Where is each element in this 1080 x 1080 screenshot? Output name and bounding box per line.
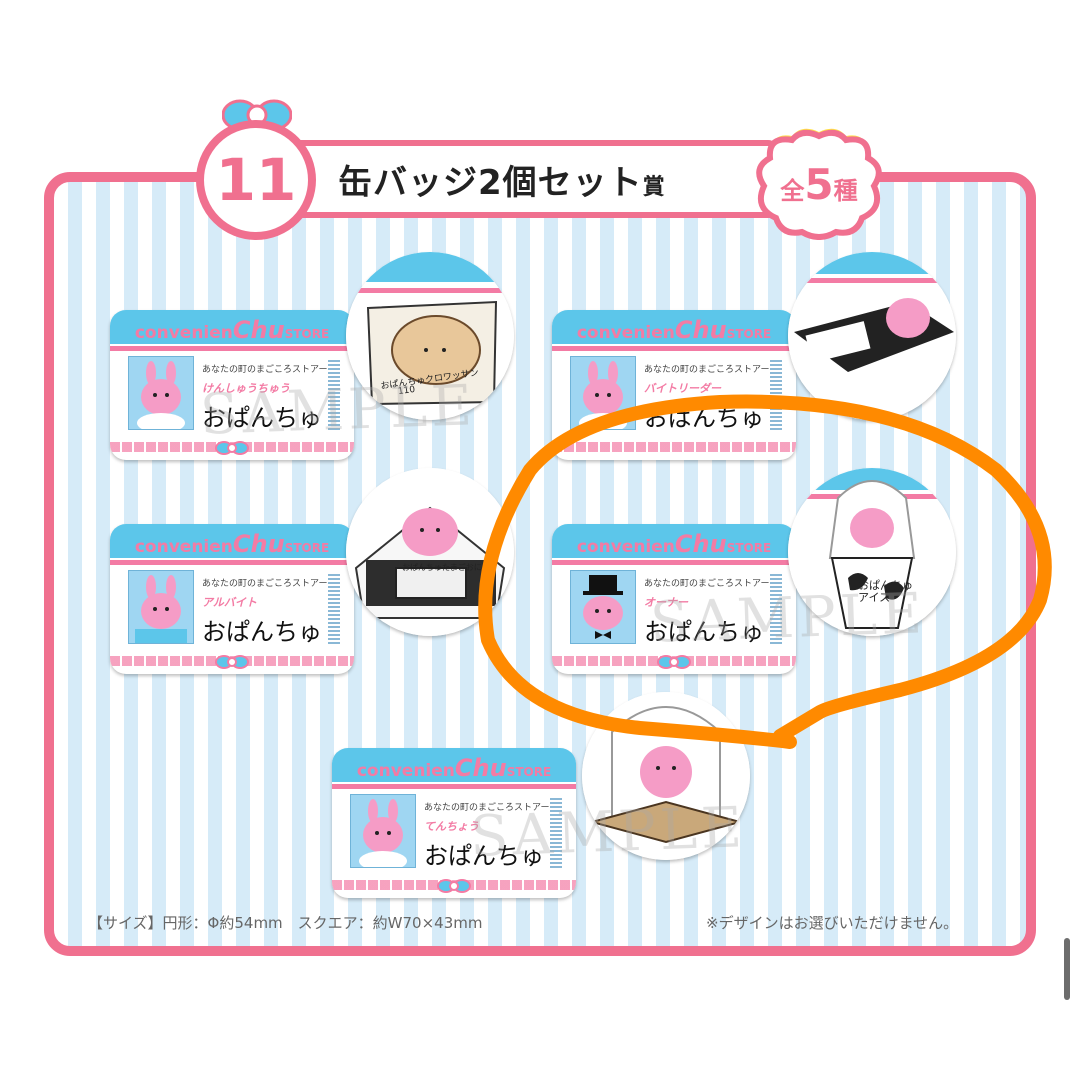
ribbon-bow-icon — [215, 441, 249, 455]
logo-store: STORE — [726, 541, 772, 555]
staff-name: おぱんちゅ — [424, 842, 544, 870]
character-photo — [128, 570, 194, 644]
logo-chu: Chu — [674, 530, 727, 558]
prize-title-text: 缶バッジ2個セット — [338, 162, 643, 203]
variety-count: 5 — [804, 160, 834, 209]
staff-role: けんしゅうちゅう — [202, 382, 290, 395]
barcode-icon — [770, 358, 782, 430]
logo-chu: Chu — [232, 530, 285, 558]
staff-name: おぱんちゅ — [644, 618, 764, 646]
logo-word: convenien — [576, 537, 675, 557]
product-label: おぱんちゅアイス — [858, 579, 913, 604]
staff-role: バイトリーダー — [644, 382, 721, 395]
staff-role: アルバイト — [202, 596, 257, 609]
prize-number-circle: 11 — [196, 120, 316, 240]
barcode-icon — [550, 796, 562, 868]
store-logo: convenienChuSTORE — [552, 316, 796, 344]
logo-word: convenien — [134, 323, 233, 343]
badge-header-band — [110, 310, 354, 344]
size-note: 【サイズ】円形：Φ約54mm スクエア：約W70×43mm — [88, 914, 483, 932]
character-photo — [350, 794, 416, 868]
round-badge-bento — [788, 252, 956, 420]
square-badge-part-timer: convenienChuSTORE あなたの町のまごころストアー アルバイト お… — [110, 524, 354, 674]
character-photo — [570, 570, 636, 644]
logo-word: convenien — [576, 323, 675, 343]
staff-role: オーナー — [644, 596, 688, 609]
logo-word: convenien — [134, 537, 233, 557]
round-badge-ice-cream: おぱんちゅアイス — [788, 468, 956, 636]
store-tagline: あなたの町のまごころストアー — [202, 579, 328, 589]
logo-store: STORE — [284, 327, 330, 341]
ribbon-bow-icon — [215, 655, 249, 669]
square-badge-shift-leader: convenienChuSTORE あなたの町のまごころストアー バイトリーダー… — [552, 310, 796, 460]
design-disclaimer: ※デザインはお選びいただけません。 — [706, 914, 959, 932]
logo-store: STORE — [284, 541, 330, 555]
prize-number: 11 — [215, 146, 297, 214]
square-badge-trainee: convenienChuSTORE あなたの町のまごころストアー けんしゅうちゅ… — [110, 310, 354, 460]
character-photo — [128, 356, 194, 430]
logo-store: STORE — [726, 327, 772, 341]
variety-suffix: 種 — [833, 177, 858, 205]
staff-name: おぱんちゅ — [202, 404, 322, 432]
logo-word: convenien — [356, 761, 455, 781]
variety-prefix: 全 — [780, 177, 805, 205]
barcode-icon — [328, 572, 340, 644]
barcode-icon — [770, 572, 782, 644]
store-tagline: あなたの町のまごころストアー — [644, 365, 770, 375]
store-tagline: あなたの町のまごころストアー — [644, 579, 770, 589]
store-logo: convenienChuSTORE — [110, 530, 354, 558]
barcode-icon — [328, 358, 340, 430]
product-label: おぱんちゅたまごおにぎり — [402, 563, 498, 572]
store-logo: convenienChuSTORE — [552, 530, 796, 558]
scrollbar[interactable] — [1064, 938, 1070, 1000]
ribbon-bow-icon — [657, 655, 691, 669]
store-logo: convenienChuSTORE — [332, 754, 576, 782]
prize-title: 缶バッジ2個セット賞 — [338, 155, 666, 204]
staff-role: てんちょう — [424, 820, 479, 833]
square-badge-manager: convenienChuSTORE あなたの町のまごころストアー てんちょう お… — [332, 748, 576, 898]
variety-count-text: 全5種 — [752, 160, 886, 209]
store-tagline: あなたの町のまごころストアー — [202, 365, 328, 375]
round-badge-croissant: おぱんちゅクロワッサン 110 — [346, 252, 514, 420]
prize-title-suffix: 賞 — [642, 174, 666, 200]
staff-name: おぱんちゅ — [202, 618, 322, 646]
variety-count-badge — [756, 128, 882, 240]
logo-chu: Chu — [674, 316, 727, 344]
square-badge-owner: convenienChuSTORE あなたの町のまごころストアー オーナー おぱ… — [552, 524, 796, 674]
logo-chu: Chu — [232, 316, 285, 344]
store-tagline: あなたの町のまごころストアー — [424, 803, 550, 813]
logo-chu: Chu — [454, 754, 507, 782]
header-banner: 缶バッジ2個セット賞 — [266, 140, 778, 218]
round-badge-onigiri: おぱんちゅたまごおにぎり — [346, 468, 514, 636]
ribbon-bow-icon — [437, 879, 471, 893]
store-logo: convenienChuSTORE — [110, 316, 354, 344]
logo-store: STORE — [506, 765, 552, 779]
